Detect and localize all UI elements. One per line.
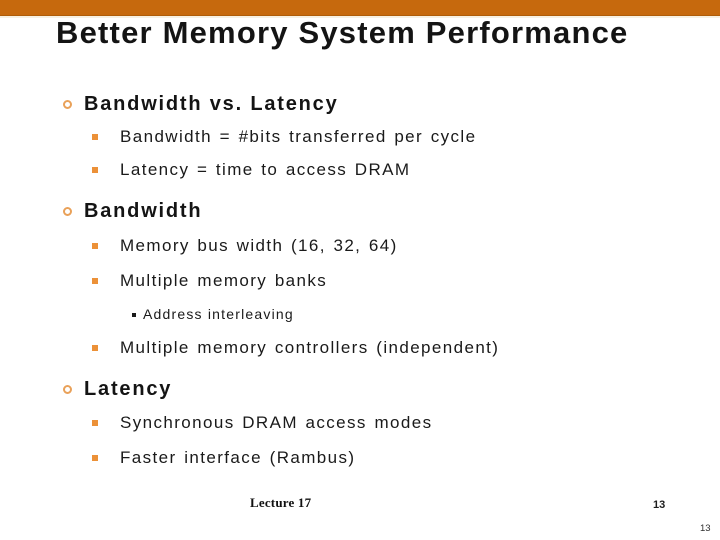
bullet-item-level2: Multiple memory controllers (independent… [92, 337, 500, 358]
bullet-item-level2: Synchronous DRAM access modes [92, 412, 433, 433]
bullet-item-level1: Bandwidth vs. Latency [63, 92, 339, 116]
bullet-item-level1: Bandwidth [63, 199, 203, 223]
footer-lecture-label: Lecture 17 [250, 495, 312, 510]
corner-page-number: 13 [700, 523, 711, 534]
square-bullet-icon [92, 345, 98, 351]
ring-bullet-icon [63, 207, 72, 216]
bullet-text: Bandwidth = #bits transferred per cycle [120, 127, 477, 146]
bullet-text: Synchronous DRAM access modes [120, 413, 433, 432]
bullet-text: Multiple memory banks [120, 271, 328, 290]
bullet-text: Faster interface (Rambus) [120, 448, 356, 467]
bullet-text: Memory bus width (16, 32, 64) [120, 236, 398, 255]
square-bullet-icon [92, 134, 98, 140]
slide-title: Better Memory System Performance [56, 15, 629, 50]
slide-page-number: 13 [653, 499, 666, 511]
square-bullet-icon [92, 278, 98, 284]
square-bullet-icon [92, 243, 98, 249]
bullet-text: Bandwidth vs. Latency [84, 93, 339, 115]
square-bullet-icon [92, 420, 98, 426]
top-accent-bar-underline [0, 16, 720, 18]
bullet-item-level3: Address interleaving [132, 306, 294, 323]
bullet-text: Latency = time to access DRAM [120, 160, 411, 179]
ring-bullet-icon [63, 100, 72, 109]
bullet-item-level2: Latency = time to access DRAM [92, 159, 411, 180]
bullet-item-level1: Latency [63, 377, 173, 401]
square-bullet-icon [92, 455, 98, 461]
square-bullet-icon [92, 167, 98, 173]
bullet-item-level2: Bandwidth = #bits transferred per cycle [92, 126, 477, 147]
bullet-item-level2: Memory bus width (16, 32, 64) [92, 235, 398, 256]
ring-bullet-icon [63, 385, 72, 394]
bullet-item-level2: Multiple memory banks [92, 270, 328, 291]
bullet-text: Multiple memory controllers (independent… [120, 338, 500, 357]
small-square-bullet-icon [132, 313, 136, 317]
bullet-item-level2: Faster interface (Rambus) [92, 447, 356, 468]
top-accent-bar [0, 0, 720, 16]
bullet-text: Address interleaving [143, 306, 294, 322]
bullet-text: Bandwidth [84, 200, 203, 222]
bullet-text: Latency [84, 378, 173, 400]
